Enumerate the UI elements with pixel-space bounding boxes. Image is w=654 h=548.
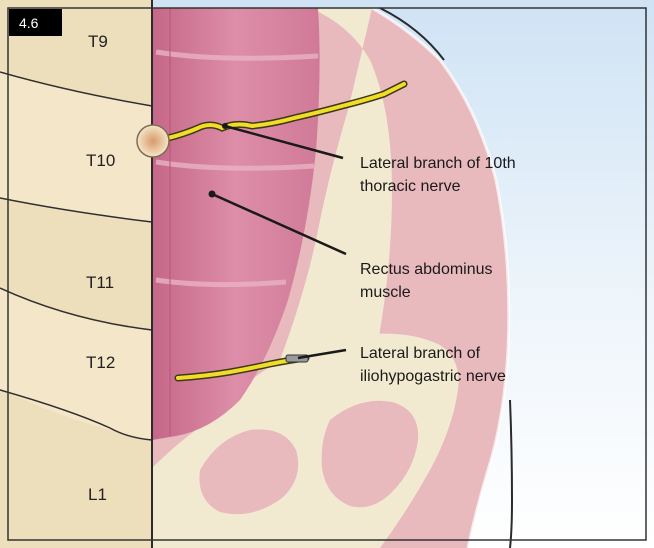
figure-number: 4.6 [19,15,39,31]
dermatome-label-l1: L1 [88,485,107,504]
dermatome-label-t10: T10 [86,151,115,170]
callout-rectus-line2: muscle [360,284,411,301]
leader-dot-rectus [209,191,216,198]
callout-t10-nerve-line2: thoracic nerve [360,178,461,195]
callout-iliohypogastric-line1: Lateral branch of [360,345,481,362]
dermatome-strip: T9 T10 T11 T12 L1 [0,0,152,548]
dermatome-label-t9: T9 [88,32,108,51]
dermatome-label-t11: T11 [86,273,114,292]
leader-dot-t10-nerve [222,123,228,129]
callout-iliohypogastric-line2: iliohypogastric nerve [360,368,506,385]
figure-number-badge: 4.6 [9,9,62,36]
umbilicus-marker [137,125,169,157]
callout-t10-nerve-line1: Lateral branch of 10th [360,155,516,172]
dermatome-label-t12: T12 [86,353,115,372]
callout-rectus-line1: Rectus abdominus [360,261,493,278]
